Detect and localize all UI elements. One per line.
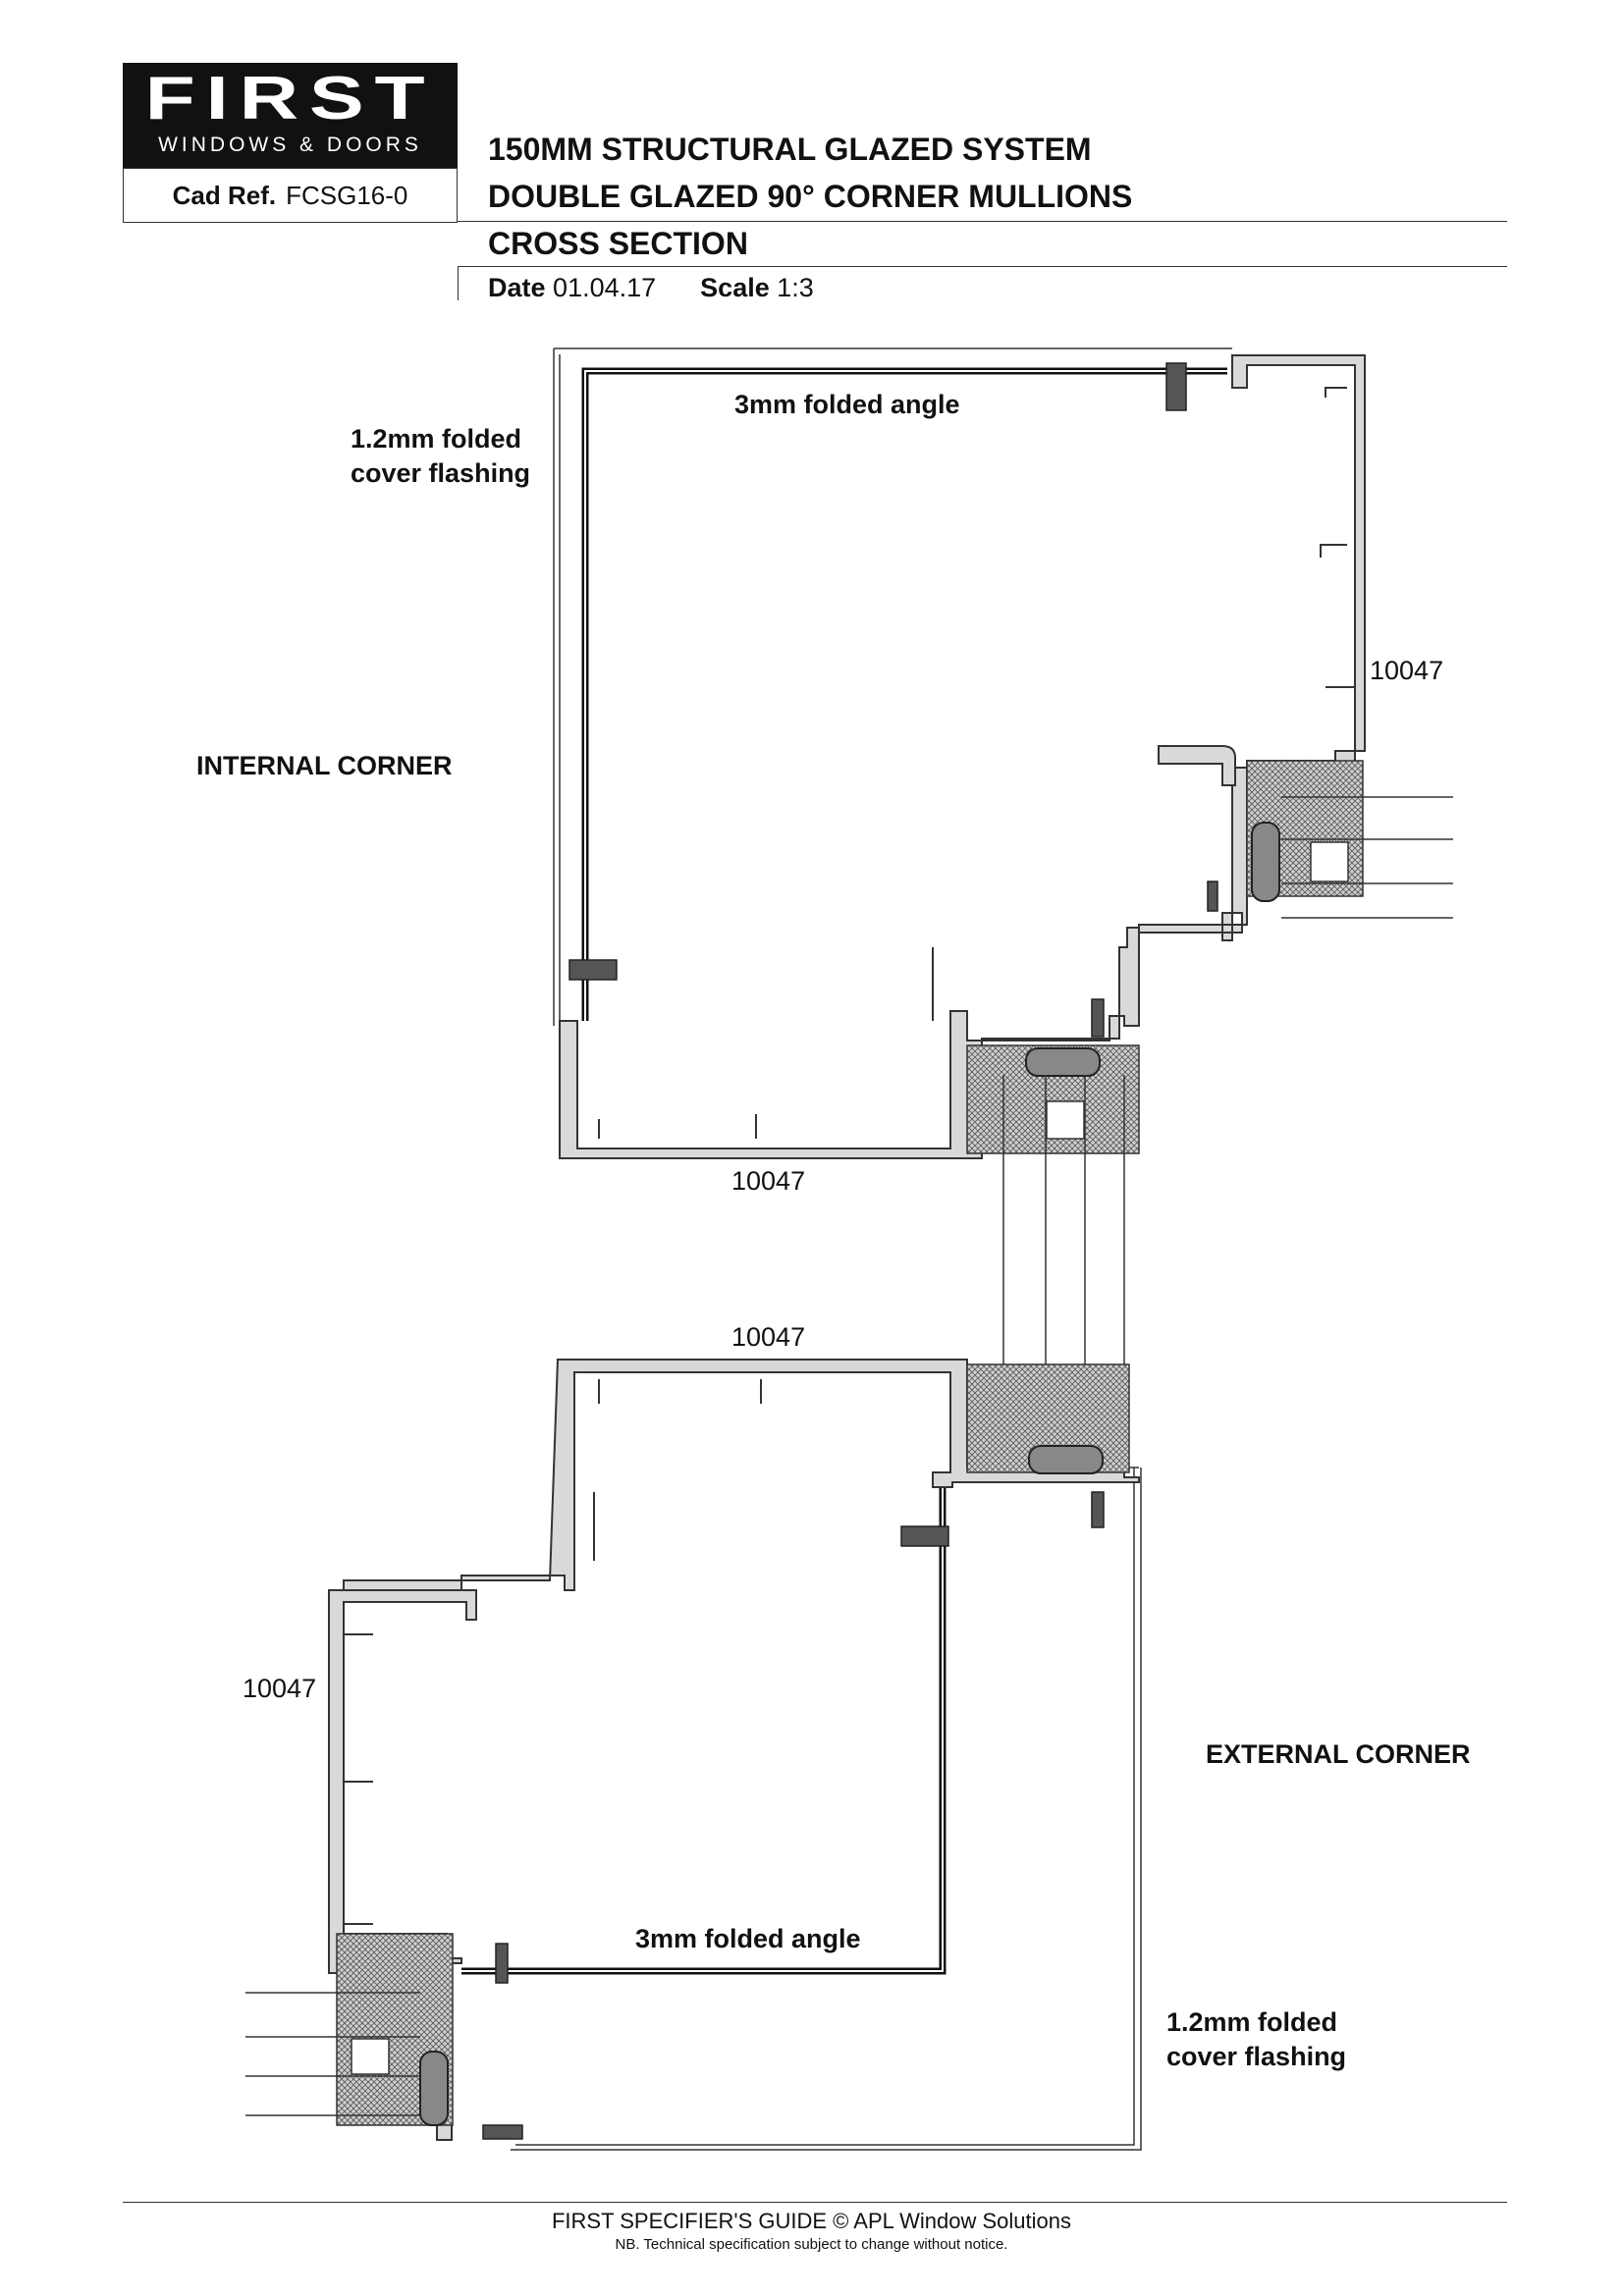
footer-guide: FIRST SPECIFIER'S GUIDE © APL Window Sol…	[551, 2209, 1072, 2233]
title-rule-2	[458, 266, 1507, 267]
flashing-label-top-line-1: 1.2mm folded	[351, 424, 522, 454]
internal-corner-label: INTERNAL CORNER	[196, 751, 453, 780]
date-value: 01.04.17	[553, 273, 657, 302]
cad-ref-label: Cad Ref.	[172, 180, 277, 210]
internal-profile-upper	[1138, 354, 1366, 941]
profile-number-1: 10047	[1370, 656, 1444, 685]
angle-label-top: 3mm folded angle	[734, 390, 960, 419]
flashing-label-top: 1.2mm folded cover flashing	[351, 422, 530, 491]
title-line-1-text: MM STRUCTURAL GLAZED SYSTEM	[540, 132, 1092, 167]
internal-folded-angle	[581, 367, 1227, 1021]
title-rule-1	[458, 221, 1507, 222]
external-corner-label: EXTERNAL CORNER	[1206, 1739, 1471, 1769]
flashing-label-bottom-line-2: cover flashing	[1166, 2042, 1347, 2071]
internal-screws	[568, 362, 1218, 1038]
title-line-1-number: 150	[488, 132, 541, 167]
logo-wordmark: FIRST	[144, 65, 436, 133]
cad-reference: Cad Ref. FCSG16-0	[123, 168, 458, 223]
title-line-2: DOUBLE GLAZED 90° CORNER MULLIONS	[488, 179, 1133, 214]
cad-ref-value: FCSG16-0	[286, 180, 408, 210]
title-line-1: 150MM STRUCTURAL GLAZED SYSTEM	[488, 132, 1092, 168]
profile-number-3: 10047	[731, 1322, 806, 1352]
title-line-3: CROSS SECTION	[488, 226, 748, 261]
external-screws	[482, 1491, 1105, 2140]
external-glass-left	[245, 1992, 420, 2116]
title-vertical-rule	[458, 266, 459, 300]
profile-number-2: 10047	[731, 1166, 806, 1196]
profile-number-4: 10047	[243, 1674, 317, 1703]
internal-cover-flashing	[553, 347, 1232, 1026]
internal-corner-assembly	[553, 347, 1453, 1417]
internal-glass-right	[1281, 796, 1453, 919]
scale-label: Scale	[700, 273, 770, 302]
angle-label-bottom: 3mm folded angle	[635, 1924, 861, 1953]
footer-disclaimer: NB. Technical specification subject to c…	[615, 2236, 1008, 2253]
scale-value: 1:3	[777, 273, 814, 302]
flashing-label-bottom: 1.2mm folded cover flashing	[1166, 2005, 1346, 2074]
external-cover-flashing	[511, 1467, 1142, 2151]
brand-logo: FIRST WINDOWS & DOORS	[123, 63, 458, 168]
external-folded-angle	[461, 1482, 947, 1975]
flashing-label-top-line-2: cover flashing	[351, 458, 531, 488]
footer-rule	[123, 2202, 1507, 2203]
logo-tagline: WINDOWS & DOORS	[158, 133, 422, 156]
date-label: Date	[488, 273, 546, 302]
drawing-meta: Date 01.04.17 Scale 1:3	[488, 273, 814, 303]
flashing-label-bottom-line-1: 1.2mm folded	[1166, 2007, 1338, 2037]
internal-profile-lower	[559, 927, 1140, 1159]
external-corner-assembly	[245, 1359, 1142, 2151]
